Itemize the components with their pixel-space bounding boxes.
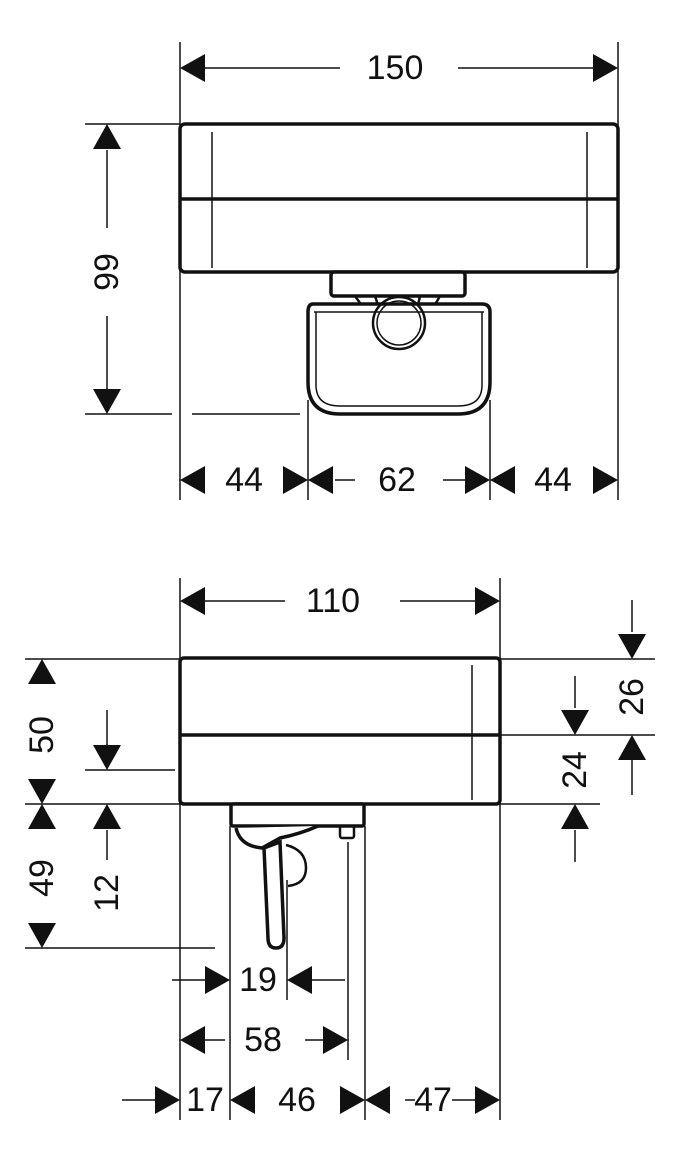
dim-cup-width-62: 62 [378, 461, 416, 499]
arrowhead-icon [561, 804, 589, 829]
arrowhead-icon [180, 54, 205, 82]
arrowhead-icon [340, 1086, 365, 1114]
soap-cup [306, 295, 492, 416]
arrowhead-icon [28, 804, 56, 829]
arrowhead-icon [93, 124, 121, 149]
arrowhead-icon [593, 54, 618, 82]
lever-handle [262, 839, 308, 950]
dim-width-150: 150 [367, 49, 424, 87]
arrowhead-icon [490, 466, 515, 494]
arrowhead-icon [93, 804, 121, 829]
mounting-plate-side [229, 802, 366, 850]
arrowhead-icon [561, 710, 589, 735]
arrowhead-icon [465, 466, 490, 494]
arrowhead-icon [28, 923, 56, 948]
dim-47: 47 [414, 1081, 452, 1119]
arrowhead-icon [475, 1086, 500, 1114]
arrowhead-icon [205, 966, 230, 994]
shower-body-side [178, 656, 502, 806]
side-view: 110 50 49 12 26 24 19 58 17 46 47 [23, 578, 655, 1120]
arrowhead-icon [308, 466, 333, 494]
dim-lever-width-19: 19 [239, 961, 277, 999]
dim-lever-offset-12: 12 [88, 874, 126, 912]
dim-offset-right-44: 44 [534, 461, 572, 499]
top-view: 150 99 44 62 44 [85, 42, 620, 500]
arrowhead-icon [28, 659, 56, 684]
dim-lower-part-24: 24 [556, 751, 594, 789]
arrowhead-icon [283, 466, 308, 494]
dim-offset-left-44: 44 [225, 461, 263, 499]
dim-lever-reach-58: 58 [244, 1021, 282, 1059]
arrowhead-icon [618, 735, 646, 760]
arrowhead-icon [93, 745, 121, 770]
arrowhead-icon [618, 634, 646, 659]
arrowhead-icon [323, 1026, 348, 1054]
arrowhead-icon [593, 466, 618, 494]
holder-ring [371, 295, 427, 351]
arrowhead-icon [287, 966, 312, 994]
dim-height-99: 99 [88, 253, 126, 291]
arrowhead-icon [155, 1086, 180, 1114]
arrowhead-icon [180, 1026, 205, 1054]
dim-below-height-49: 49 [23, 859, 61, 897]
shower-body-top [178, 122, 620, 274]
arrowhead-icon [365, 1086, 390, 1114]
arrowhead-icon [28, 779, 56, 804]
extension-lines [85, 42, 619, 500]
dim-46: 46 [278, 1081, 316, 1119]
mounting-plate-top [329, 270, 467, 306]
arrowhead-icon [180, 587, 205, 615]
dim-body-height-50: 50 [23, 716, 61, 754]
arrowhead-icon [230, 1086, 255, 1114]
dim-depth-110: 110 [306, 582, 360, 620]
dim-top-part-26: 26 [613, 678, 651, 716]
arrowhead-icon [93, 389, 121, 414]
dim-17: 17 [186, 1081, 224, 1119]
dimension-arrows [28, 54, 646, 1114]
arrowhead-icon [180, 466, 205, 494]
arrowhead-icon [475, 587, 500, 615]
